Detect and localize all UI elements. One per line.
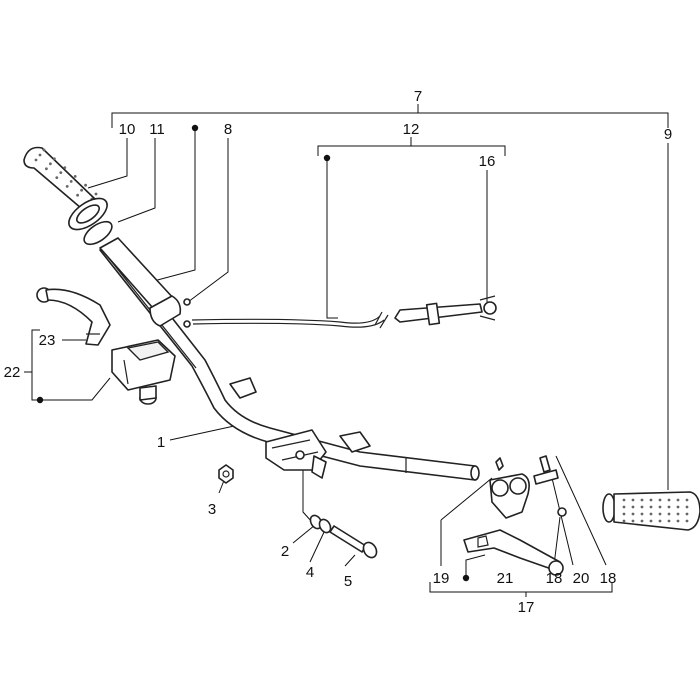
grip-texture-dot (649, 512, 653, 516)
label-18-b: 18 (600, 570, 617, 587)
grip-texture-dot (676, 498, 680, 502)
grip-texture-dot (685, 519, 689, 523)
grip-texture-dot (622, 512, 626, 516)
grip-texture-dot (622, 505, 626, 509)
label-18-a: 18 (546, 570, 563, 587)
grip-texture-dot (676, 519, 680, 523)
grip-texture-dot (685, 505, 689, 509)
grip-texture-dot (69, 180, 73, 183)
bar-bracket (229, 377, 371, 453)
grip-texture-dot (94, 192, 98, 196)
grip-texture-dot (80, 188, 83, 192)
grip-texture-dot (658, 512, 662, 516)
label-12: 12 (403, 121, 420, 138)
right-grip (602, 491, 700, 531)
leader-lines (24, 104, 669, 597)
grip-texture-dot (640, 512, 644, 516)
nut (218, 464, 234, 484)
label-1: 1 (157, 434, 165, 451)
grip-texture-dot (667, 519, 671, 523)
grip-texture-dot (631, 498, 635, 502)
grip-texture-dot (59, 171, 63, 175)
grip-texture-dot (631, 519, 635, 523)
label-4: 4 (306, 564, 314, 581)
grip-texture-dot (667, 505, 671, 509)
label-3: 3 (208, 501, 216, 518)
bolt-assembly (309, 514, 378, 559)
grip-texture-dot (55, 176, 59, 180)
label-21: 21 (497, 570, 514, 587)
leader-dots (36, 124, 470, 582)
grip-texture-dot (53, 157, 56, 161)
label-8: 8 (224, 121, 232, 138)
grip-texture-dot (631, 505, 635, 509)
grip-texture-dot (38, 153, 42, 157)
grip-texture-dot (49, 162, 52, 166)
grip-texture-dot (667, 498, 671, 502)
grip-texture-dot (63, 166, 67, 170)
throttle-cable (191, 295, 497, 329)
grip-texture-dot (658, 519, 662, 523)
grip-texture-dot (649, 505, 653, 509)
label-9: 9 (664, 126, 672, 143)
right-lever-holder (489, 455, 567, 519)
part-labels: 7 10 11 8 12 9 16 23 22 1 3 2 4 5 19 21 … (4, 88, 673, 616)
grip-texture-dot (676, 512, 680, 516)
label-2: 2 (281, 543, 289, 560)
grip-texture-dot (649, 519, 653, 523)
grip-texture-dot (685, 512, 689, 516)
grip-texture-dot (640, 505, 644, 509)
grip-texture-dot (667, 512, 671, 516)
grip-texture-dot (84, 183, 87, 187)
grip-texture-dot (34, 158, 38, 162)
grip-texture-dot (76, 193, 79, 197)
grip-texture-dot (640, 498, 644, 502)
label-11: 11 (149, 121, 165, 138)
grip-texture-dot (622, 519, 626, 523)
label-19: 19 (433, 570, 450, 587)
grip-texture-dot (649, 498, 653, 502)
throttle-tube (99, 237, 191, 328)
label-10: 10 (119, 121, 136, 138)
grip-texture-dot (685, 498, 689, 502)
label-17: 17 (518, 599, 535, 616)
label-23: 23 (39, 332, 56, 349)
grip-texture-dot (631, 512, 635, 516)
master-cylinder (111, 339, 176, 405)
right-lever (463, 529, 564, 576)
label-7: 7 (414, 88, 422, 105)
grip-texture-dot (42, 148, 46, 152)
grip-texture-dot (658, 505, 662, 509)
label-22: 22 (4, 364, 21, 381)
grip-texture-dot (65, 185, 69, 188)
grip-washer (68, 197, 113, 246)
grip-texture-dot (622, 498, 626, 502)
label-16: 16 (479, 153, 496, 170)
grip-texture-dot (676, 505, 680, 509)
grip-texture-dot (45, 167, 48, 171)
grip-texture-dot (658, 498, 662, 502)
handlebar-clamp (265, 429, 327, 479)
label-5: 5 (344, 573, 352, 590)
grip-texture-dot (73, 175, 77, 178)
label-20: 20 (573, 570, 590, 587)
grip-texture-dot (640, 519, 644, 523)
brake-lever (36, 287, 111, 346)
